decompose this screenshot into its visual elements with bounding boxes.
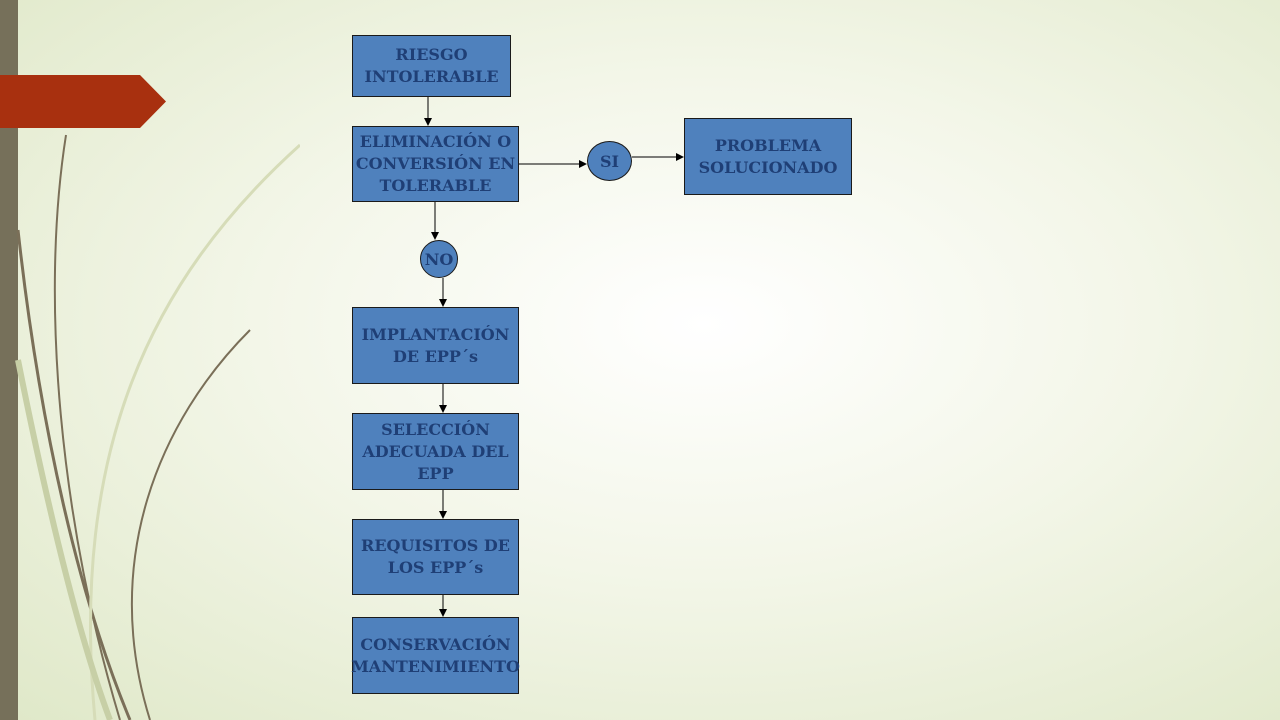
- box-eliminacion: ELIMINACIÓN O CONVERSIÓN EN TOLERABLE: [352, 126, 519, 202]
- decision-node-si: SI: [587, 141, 632, 181]
- box-seleccion-label: SELECCIÓN ADECUADA DEL EPP: [362, 419, 509, 483]
- box-eliminacion-label: ELIMINACIÓN O CONVERSIÓN EN TOLERABLE: [355, 132, 516, 195]
- decision-no-label: NO: [424, 249, 454, 269]
- box-seleccion: SELECCIÓN ADECUADA DEL EPP: [352, 413, 519, 490]
- box-problema-solucionado: PROBLEMA SOLUCIONADO: [684, 118, 852, 195]
- red-arrow-tab: [0, 75, 166, 128]
- box-riesgo-intolerable: RIESGO INTOLERABLE: [352, 35, 511, 97]
- decision-si-label: SI: [599, 151, 620, 171]
- left-side-bar: [0, 0, 18, 720]
- box-requisitos: REQUISITOS DE LOS EPP´s: [352, 519, 519, 595]
- box-riesgo-label: RIESGO INTOLERABLE: [364, 45, 499, 86]
- box-conservacion: CONSERVACIÓN MANTENIMIENTO: [351, 617, 520, 694]
- box-conservacion-label: CONSERVACIÓN MANTENIMIENTO: [351, 634, 520, 676]
- decorative-grass-curves: [15, 134, 300, 720]
- decision-node-no: NO: [420, 240, 458, 278]
- box-implantacion-label: IMPLANTACIÓN DE EPP´s: [361, 324, 510, 366]
- box-requisitos-label: REQUISITOS DE LOS EPP´s: [361, 536, 510, 577]
- box-implantacion: IMPLANTACIÓN DE EPP´s: [352, 307, 519, 384]
- box-problema-label: PROBLEMA SOLUCIONADO: [698, 135, 838, 177]
